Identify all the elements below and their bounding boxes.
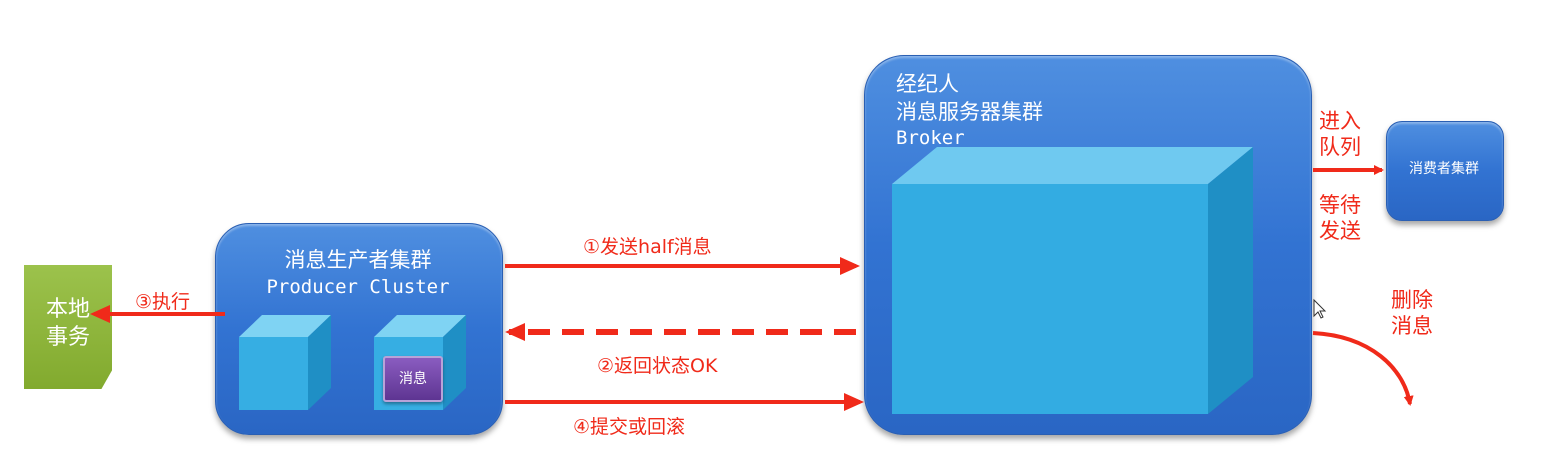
delete-message-arrow	[1312, 331, 1414, 406]
local-transaction-box	[24, 265, 112, 389]
wait-send-label: 等待 发送	[1319, 193, 1361, 243]
producer-subtitle: Producer Cluster	[266, 276, 450, 298]
enter-queue-label: 进入 队列	[1319, 109, 1361, 159]
broker-title-line1: 经纪人	[896, 72, 959, 96]
consumer-cluster	[1386, 121, 1504, 221]
mouse-cursor-icon	[1313, 298, 1327, 319]
step-commit-rollback-label: ④提交或回滚	[573, 416, 686, 438]
local-transaction-label: 本地 事务	[45, 297, 90, 350]
broker-cube	[892, 147, 1253, 414]
message-badge: 消息	[383, 356, 443, 402]
step-return-status-label: ②返回状态OK	[597, 355, 718, 377]
broker-title-line3: Broker	[896, 127, 965, 149]
broker-title-line2: 消息服务器集群	[896, 100, 1043, 124]
producer-title: 消息生产者集群	[284, 248, 432, 272]
consumer-label: 消费者集群	[1409, 161, 1479, 177]
step-send-half-label: ①发送half消息	[583, 236, 712, 258]
step-execute-label: ③执行	[135, 291, 191, 313]
delete-message-label: 删除 消息	[1391, 288, 1433, 338]
producer-cube-left	[239, 315, 331, 410]
